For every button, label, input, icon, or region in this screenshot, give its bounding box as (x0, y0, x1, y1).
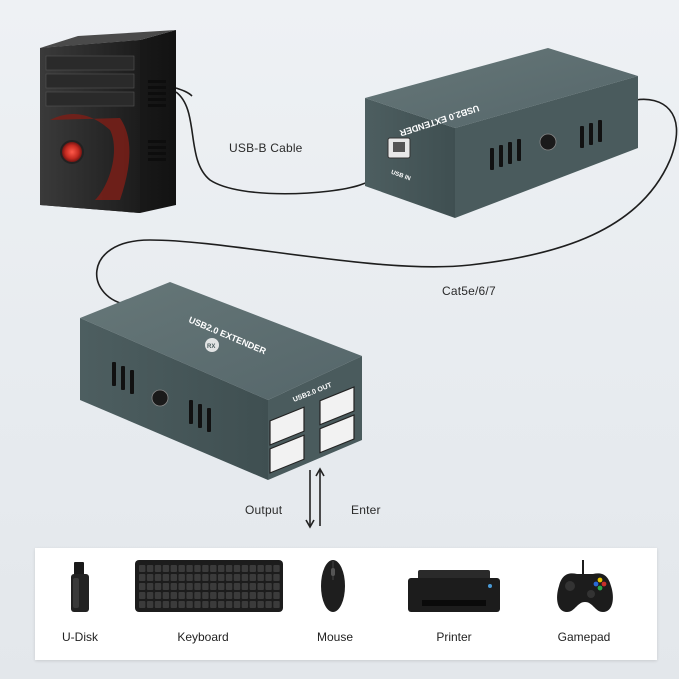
pc-cable (175, 87, 193, 97)
keyboard-icon (135, 560, 283, 612)
transmitter-logo-icon (539, 133, 557, 151)
mouse-icon (321, 560, 345, 612)
receiver-box: USB2.0 EXTENDER RX USB2.0 OUT (80, 282, 362, 480)
enter-label: Enter (351, 503, 381, 517)
printer-icon (408, 570, 500, 612)
receiver-badge (205, 338, 219, 352)
device-label-mouse: Mouse (316, 630, 354, 644)
device-label-gamepad: Gamepad (557, 630, 611, 644)
device-label-printer: Printer (436, 630, 472, 644)
usb-a-ports (269, 386, 355, 474)
cat-cable (96, 98, 678, 306)
devices-panel: U-Disk Keyboard Mouse Printer Gamepad (35, 548, 657, 660)
pc-tower (40, 30, 176, 213)
transmitter-box: USB2.0 EXTENDER USB IN (365, 48, 638, 218)
gamepad-icon (557, 560, 613, 612)
usb-b-cable-label: USB-B Cable (229, 141, 303, 155)
output-label: Output (245, 503, 283, 517)
receiver-logo-icon (151, 389, 169, 407)
device-label-keyboard: Keyboard (177, 630, 229, 644)
usb-stick-icon (71, 562, 89, 612)
cat-cable-label: Cat5e/6/7 (442, 284, 496, 298)
direction-arrows (305, 467, 325, 529)
device-label-u-disk: U-Disk (62, 630, 98, 644)
receiver-badge-text: RX (207, 344, 215, 350)
